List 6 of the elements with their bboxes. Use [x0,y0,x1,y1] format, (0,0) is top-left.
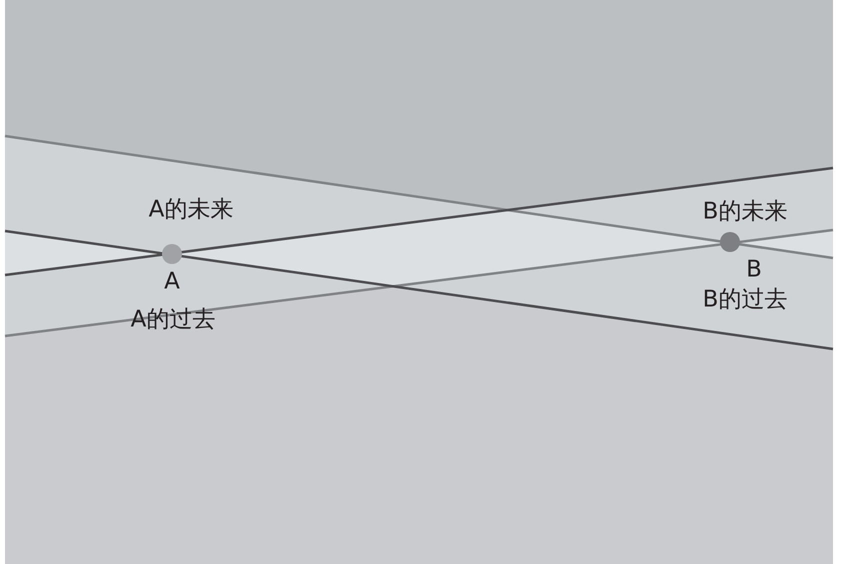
point-label: A [164,270,180,294]
region-label: A的未来 [148,198,234,222]
region-label: B的未来 [702,200,788,224]
region-label: B的过去 [702,288,788,312]
region-label: A的过去 [130,308,216,332]
point-label: B [746,258,762,282]
